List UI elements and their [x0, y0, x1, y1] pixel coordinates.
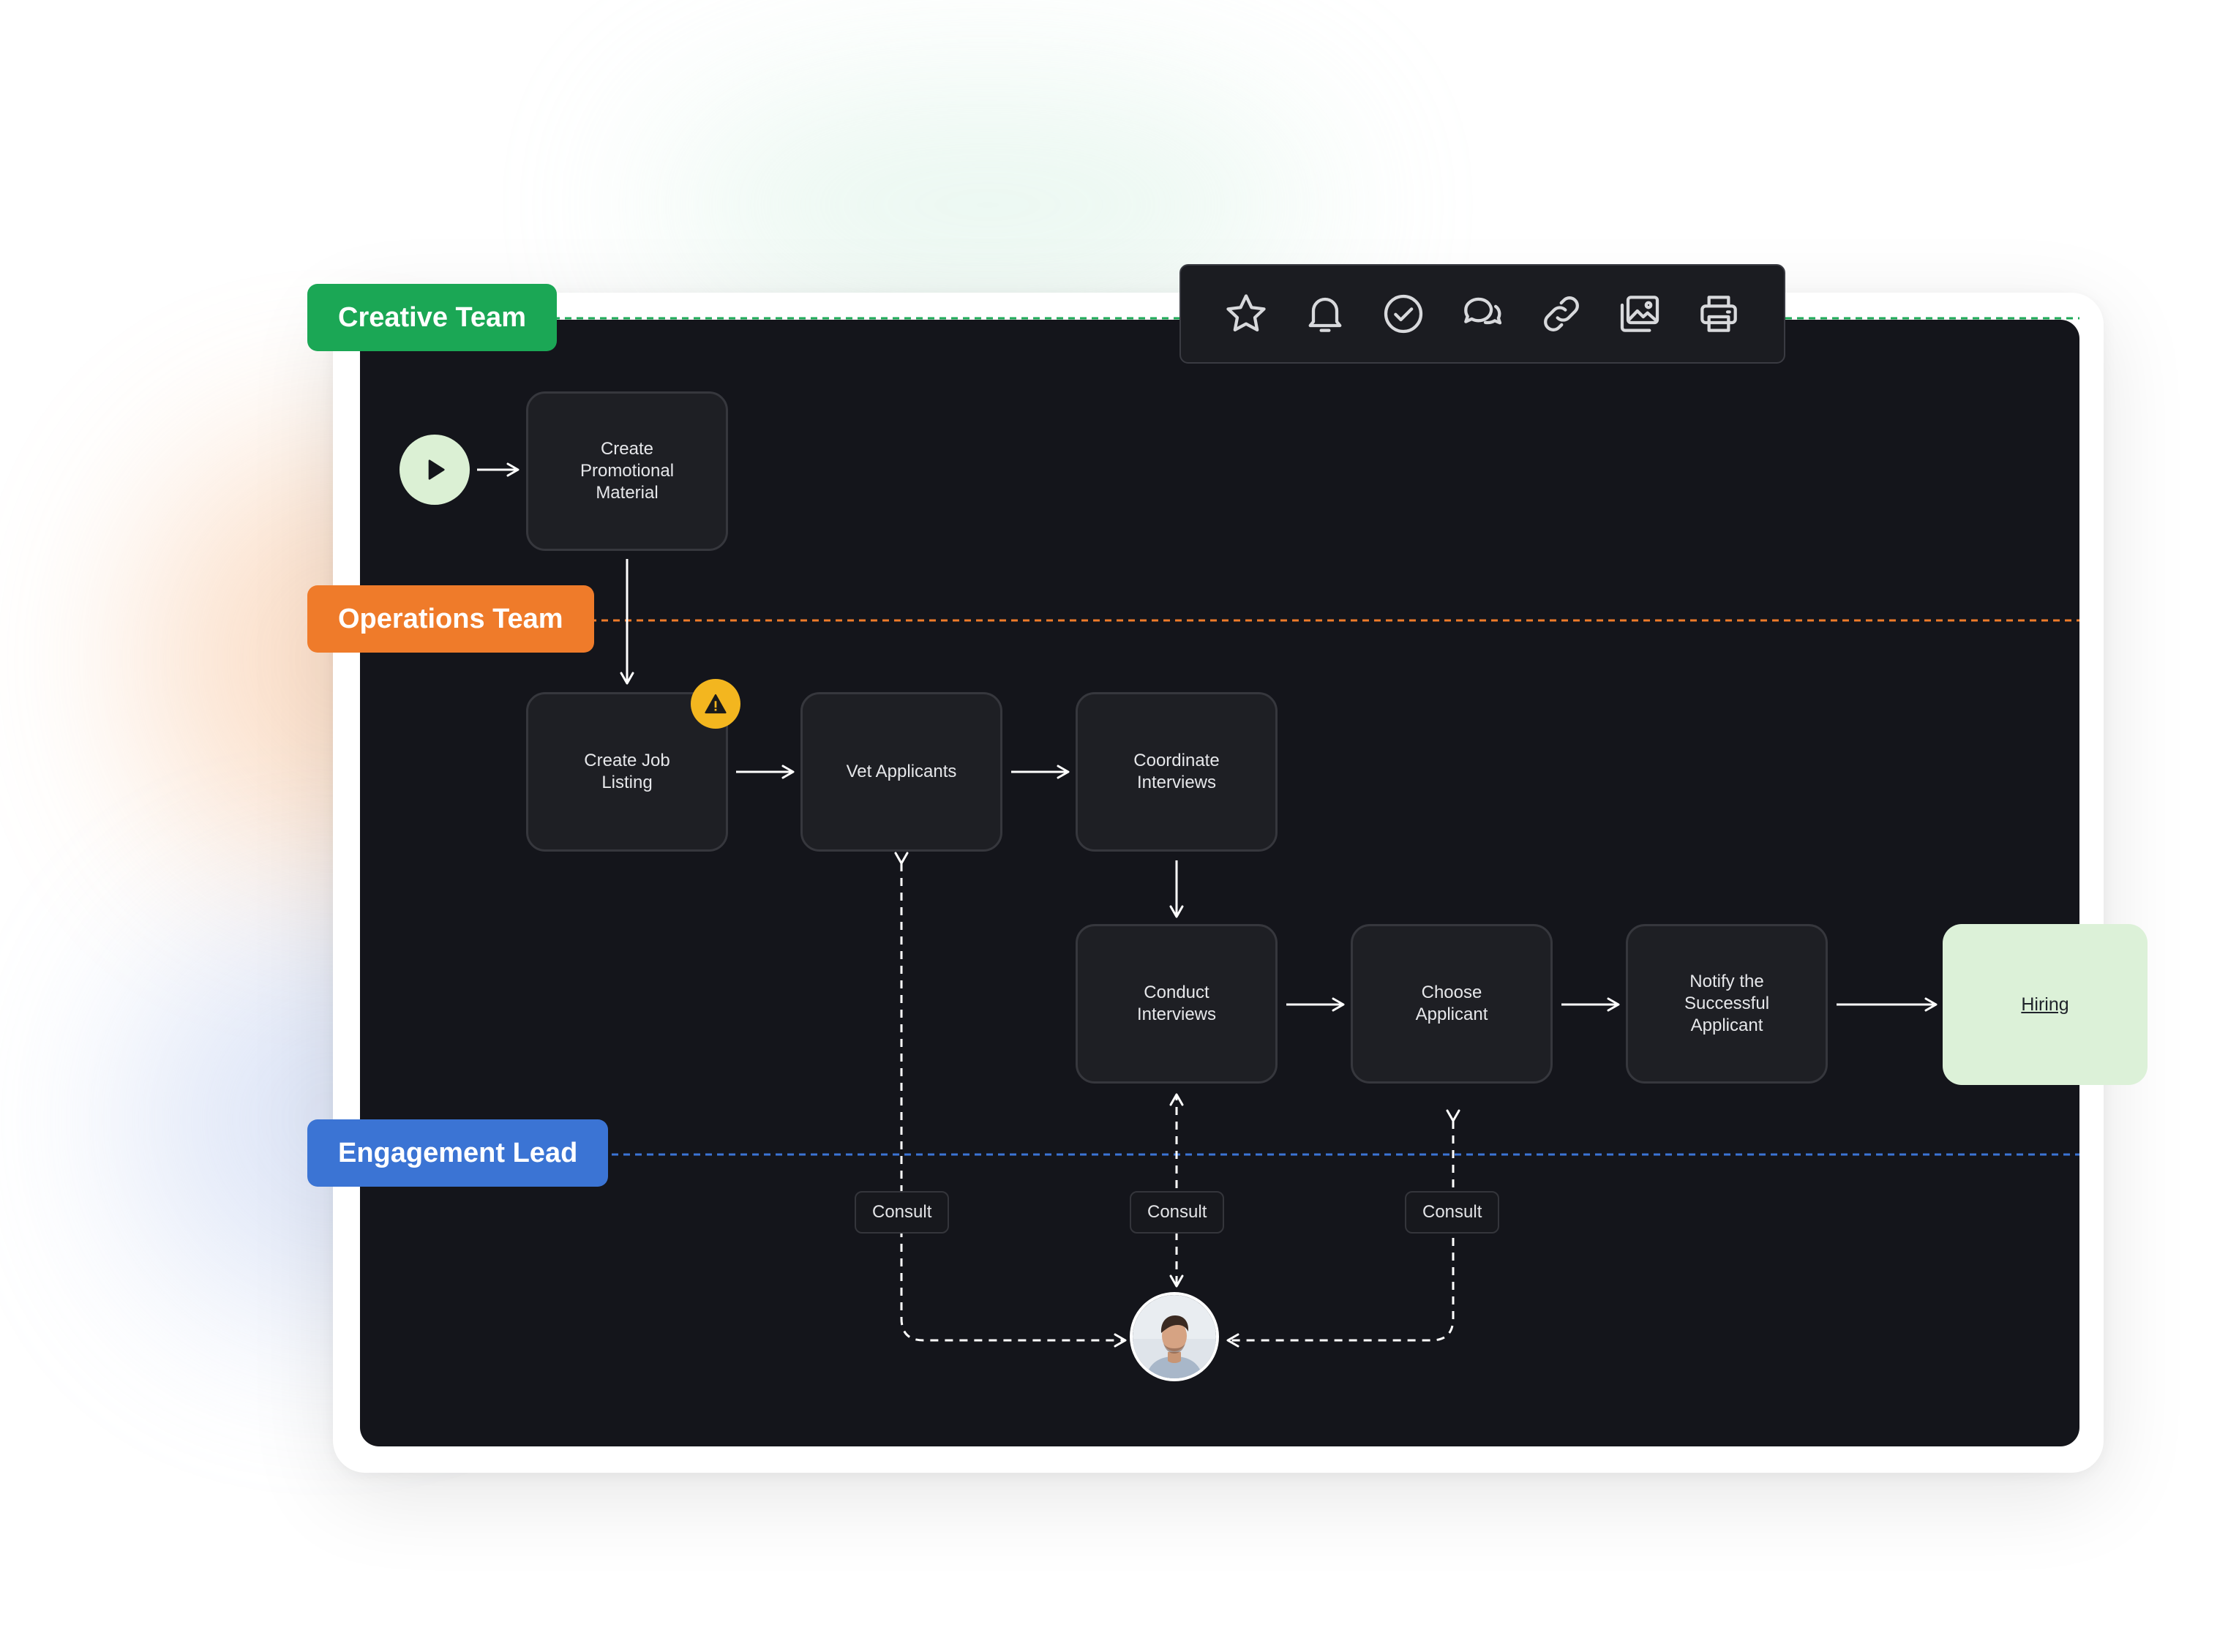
node-label-line: Notify the	[1689, 972, 1764, 991]
hiring-link[interactable]: Hiring	[2021, 994, 2069, 1015]
lane-tag-engagement[interactable]: Engagement Lead	[307, 1119, 609, 1187]
node-label-line: Create Job	[584, 751, 670, 770]
node-label-line: Listing	[601, 773, 653, 792]
consult-path-vet	[894, 852, 1127, 1348]
consult-label-vet: Consult	[855, 1191, 950, 1234]
image-icon[interactable]	[1613, 287, 1667, 341]
person-portrait	[1133, 1295, 1216, 1378]
warning-badge[interactable]	[691, 679, 740, 729]
node-label-line: Applicant	[1415, 1005, 1488, 1024]
bell-icon[interactable]	[1298, 287, 1352, 341]
node-label-line: Conduct	[1144, 983, 1209, 1002]
link-icon[interactable]	[1534, 287, 1589, 341]
node-label-line: Vet Applicants	[846, 762, 957, 781]
warning-icon	[705, 694, 727, 714]
node-label-line: Interviews	[1136, 1005, 1217, 1024]
lane-tag-creative[interactable]: Creative Team	[307, 284, 557, 351]
chat-icon[interactable]	[1455, 287, 1509, 341]
printer-icon[interactable]	[1692, 287, 1746, 341]
node-label-line: Material	[596, 483, 659, 503]
node-label-line: Coordinate	[1133, 751, 1220, 770]
avatar[interactable]	[1130, 1292, 1219, 1381]
check-circle-icon[interactable]	[1376, 287, 1430, 341]
node-vet-applicants[interactable]: Vet Applicants	[800, 692, 1002, 852]
consult-path-choose	[1226, 1109, 1460, 1348]
node-label-line: Create	[600, 439, 654, 459]
play-icon	[428, 459, 445, 480]
lane-tag-operations[interactable]: Operations Team	[307, 585, 594, 653]
node-label-line: Choose	[1421, 983, 1482, 1002]
node-label-line: Successful	[1684, 994, 1770, 1013]
node-label-line: Promotional	[579, 461, 675, 481]
consult-label-conduct: Consult	[1130, 1191, 1225, 1234]
consult-label-choose: Consult	[1405, 1191, 1500, 1234]
star-icon[interactable]	[1219, 287, 1273, 341]
node-label-line: Interviews	[1136, 773, 1217, 792]
start-play-button[interactable]	[400, 435, 470, 505]
toolbar	[1179, 264, 1785, 364]
node-label-line: Applicant	[1690, 1015, 1763, 1035]
node-hiring[interactable]: Hiring	[1943, 924, 2148, 1085]
